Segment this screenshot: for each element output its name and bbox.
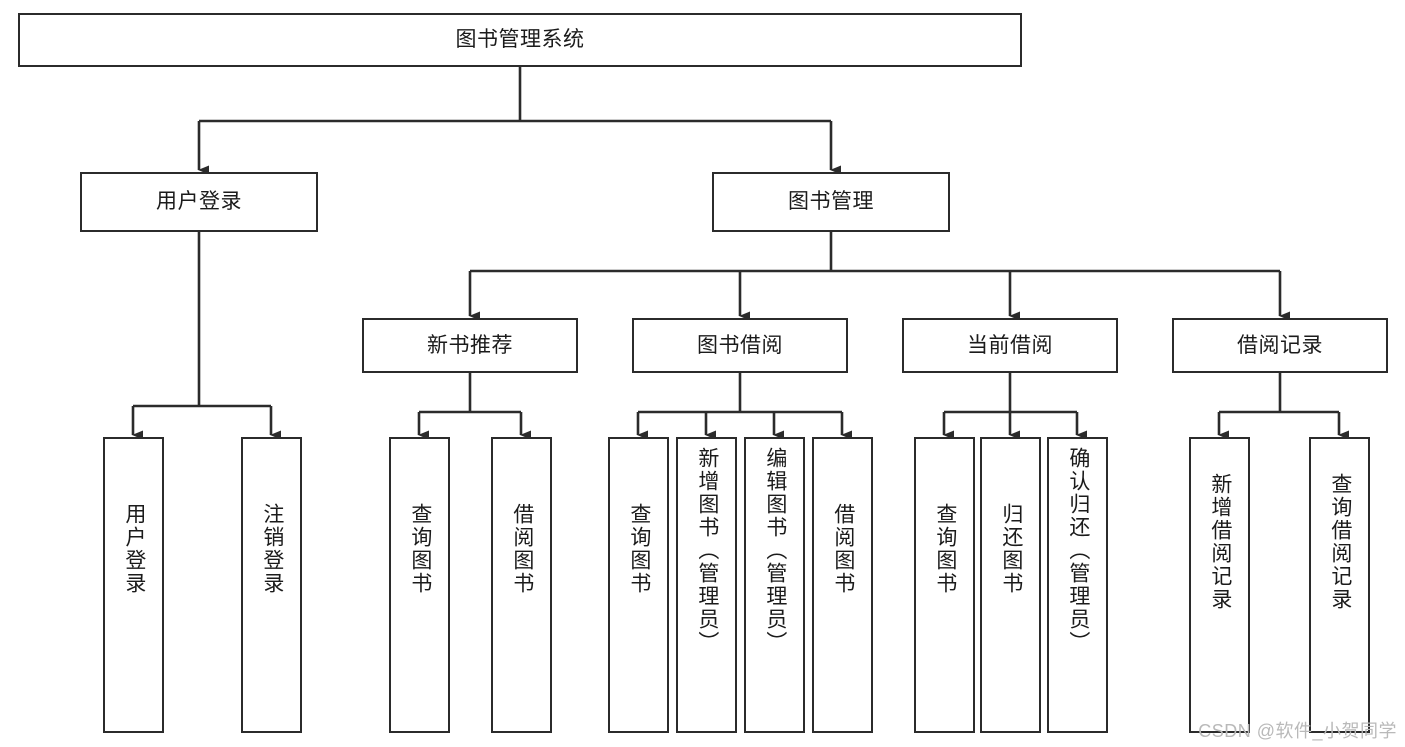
- node-leaf-borrow-books-recommend[interactable]: 借阅图书: [491, 437, 552, 733]
- node-label: 新增图书（管理员）: [695, 447, 719, 654]
- node-borrowing-records[interactable]: 借阅记录: [1172, 318, 1388, 373]
- node-book-management[interactable]: 图书管理: [712, 172, 950, 232]
- node-label: 图书借阅: [697, 333, 783, 357]
- node-leaf-query-books-recommend[interactable]: 查询图书: [389, 437, 450, 733]
- node-label: 新增借阅记录: [1208, 473, 1232, 611]
- node-label: 新书推荐: [427, 333, 513, 357]
- node-label: 图书管理系统: [455, 28, 585, 52]
- node-label: 确认归还（管理员）: [1066, 447, 1090, 654]
- node-label: 查询图书: [627, 503, 651, 595]
- node-current-borrowing[interactable]: 当前借阅: [902, 318, 1118, 373]
- node-leaf-query-borrow-record[interactable]: 查询借阅记录: [1309, 437, 1370, 733]
- watermark-credit: CSDN @软件_小贺同学: [1198, 721, 1397, 741]
- node-label: 用户登录: [122, 503, 146, 595]
- node-label: 查询图书: [933, 503, 957, 595]
- node-label: 借阅图书: [510, 503, 534, 595]
- node-leaf-borrow-books-borrowing[interactable]: 借阅图书: [812, 437, 873, 733]
- node-leaf-logout[interactable]: 注销登录: [241, 437, 302, 733]
- node-new-book-recommendation[interactable]: 新书推荐: [362, 318, 578, 373]
- node-leaf-add-borrow-record[interactable]: 新增借阅记录: [1189, 437, 1250, 733]
- node-label: 借阅图书: [831, 503, 855, 595]
- node-label: 借阅记录: [1237, 333, 1323, 357]
- node-leaf-edit-book-admin[interactable]: 编辑图书（管理员）: [744, 437, 805, 733]
- node-label: 用户登录: [156, 190, 242, 214]
- node-root-book-management-system[interactable]: 图书管理系统: [18, 13, 1022, 67]
- node-label: 归还图书: [999, 503, 1023, 595]
- node-user-login[interactable]: 用户登录: [80, 172, 318, 232]
- node-leaf-query-books-borrowing[interactable]: 查询图书: [608, 437, 669, 733]
- node-label: 查询借阅记录: [1328, 473, 1352, 611]
- node-label: 注销登录: [260, 503, 284, 595]
- node-label: 当前借阅: [967, 333, 1053, 357]
- node-book-borrowing[interactable]: 图书借阅: [632, 318, 848, 373]
- node-leaf-confirm-return-admin[interactable]: 确认归还（管理员）: [1047, 437, 1108, 733]
- node-leaf-query-books-current[interactable]: 查询图书: [914, 437, 975, 733]
- node-label: 编辑图书（管理员）: [763, 447, 787, 654]
- node-leaf-return-books[interactable]: 归还图书: [980, 437, 1041, 733]
- node-label: 查询图书: [408, 503, 432, 595]
- node-leaf-user-login[interactable]: 用户登录: [103, 437, 164, 733]
- node-label: 图书管理: [788, 190, 874, 214]
- node-leaf-add-book-admin[interactable]: 新增图书（管理员）: [676, 437, 737, 733]
